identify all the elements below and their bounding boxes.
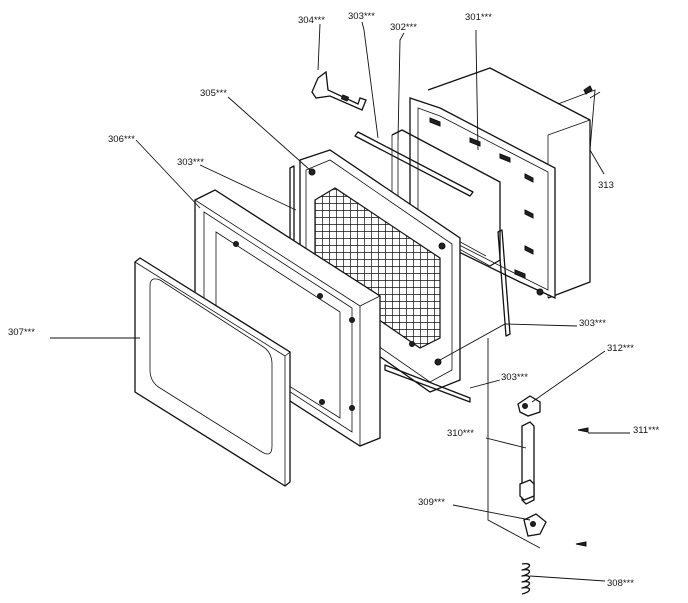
label-313: 313 <box>598 180 614 191</box>
label-303-top: 303*** <box>348 11 375 22</box>
label-302: 302*** <box>390 22 417 33</box>
label-304: 304*** <box>298 15 325 26</box>
spring-308 <box>521 562 531 595</box>
label-301: 301*** <box>465 12 492 23</box>
label-311: 311*** <box>633 425 660 436</box>
leader-lines <box>50 21 630 582</box>
label-312: 312*** <box>607 343 634 354</box>
outer-panel-307 <box>134 257 291 487</box>
part-labels: 301*** 302*** 303*** 304*** 305*** 306**… <box>8 11 660 589</box>
label-307: 307*** <box>8 327 35 338</box>
label-303-left: 303*** <box>177 157 204 168</box>
label-303-right: 303*** <box>579 318 606 329</box>
label-303-mid: 303*** <box>501 372 528 383</box>
label-310: 310*** <box>447 428 474 439</box>
bracket-304 <box>311 70 367 111</box>
label-308: 308*** <box>607 578 634 589</box>
rear-frame-301 <box>409 97 556 300</box>
label-305: 305*** <box>200 88 227 99</box>
label-309: 309*** <box>418 497 445 508</box>
label-306: 306*** <box>108 134 135 145</box>
